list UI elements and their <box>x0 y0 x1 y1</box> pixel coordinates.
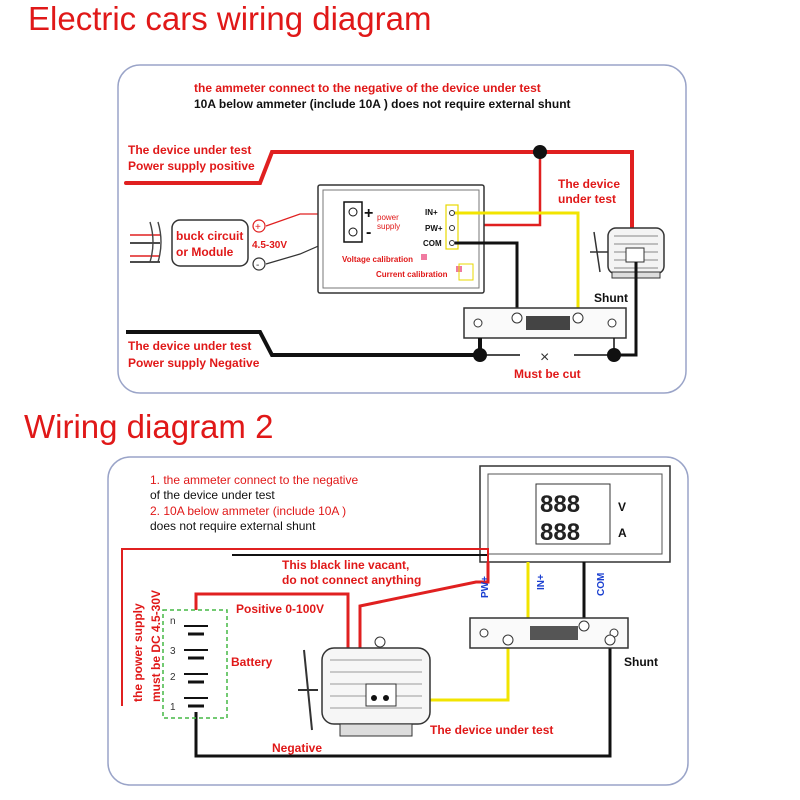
diagram-2-note-2: of the device under test <box>150 488 275 502</box>
cell-3: 3 <box>170 646 176 657</box>
power-supply-label-1: the power supply <box>131 603 145 702</box>
diagram-1-note-2: 10A below ammeter (include 10A ) does no… <box>194 97 571 111</box>
diagram-2-note-1: 1. the ammeter connect to the negative <box>150 473 358 487</box>
cell-1: 1 <box>170 702 176 713</box>
shunt-1 <box>463 307 627 339</box>
diagram-2-title: Wiring diagram 2 <box>24 408 274 445</box>
com-wire <box>455 241 519 318</box>
power-supply-label-2: must be DC 4.5-30V <box>149 590 163 702</box>
yellow-wire <box>455 211 580 318</box>
buck-plus-terminal <box>252 219 266 233</box>
diagram-1-title: Electric cars wiring diagram <box>28 0 432 37</box>
battery: n 3 2 1 <box>162 609 228 719</box>
current-calibration: Current calibration <box>376 270 448 279</box>
buck-voltage: 4.5-30V <box>252 240 287 251</box>
com-label-2: COM <box>596 573 607 596</box>
device-label-2: The device under test <box>430 723 553 737</box>
negative-label-2: Negative <box>272 741 322 755</box>
terminal-pw-label: PW+ <box>425 224 443 233</box>
terminal-com-label: COM <box>423 239 442 248</box>
in-label-2: IN+ <box>536 574 547 590</box>
positive-label-2: Power supply positive <box>128 159 255 173</box>
cell-2: 2 <box>170 672 176 683</box>
must-be-cut: Must be cut <box>514 367 581 381</box>
unit-a: A <box>618 526 627 540</box>
power-label-2: supply <box>377 222 400 231</box>
buck-label-1: buck circuit <box>176 229 243 243</box>
diagram-1: the ammeter connect to the negative of t… <box>117 64 687 394</box>
cut-mark: × <box>540 349 549 366</box>
buck-minus-terminal <box>252 257 266 271</box>
pw-wire <box>358 562 490 700</box>
current-digits: 888 <box>540 519 580 546</box>
plus-sign: + <box>364 205 373 222</box>
cell-n: n <box>170 616 176 627</box>
terminal-in-label: IN+ <box>425 208 438 217</box>
junction-dot <box>533 145 547 159</box>
diagram-2-note-3: 2. 10A below ammeter (include 10A ) <box>150 504 346 518</box>
pw-label-2: PW+ <box>480 576 491 598</box>
shunt-2 <box>469 617 629 649</box>
device-label-2: under test <box>558 192 616 206</box>
negative-label-1: The device under test <box>128 339 251 353</box>
buck-label-2: or Module <box>176 245 234 259</box>
negative-wire-2 <box>194 640 612 758</box>
voltage-calibration: Voltage calibration <box>342 255 413 264</box>
svg-text:+: + <box>255 222 261 233</box>
buck-module: buck circuit or Module + - 4.5-30V <box>130 219 287 271</box>
diagram-1-note-1: the ammeter connect to the negative of t… <box>194 81 541 95</box>
supply-red-wire <box>121 548 489 706</box>
device-return-wire <box>614 262 638 357</box>
device-under-test-motor <box>590 227 665 279</box>
svg-text:-: - <box>256 260 259 271</box>
shunt-label-1: Shunt <box>594 291 628 305</box>
power-label-1: power <box>377 213 399 222</box>
diagram-2-note-4: does not require external shunt <box>150 519 316 533</box>
diagram-1-frame <box>117 64 687 394</box>
diagram-2: 1. the ammeter connect to the negative o… <box>107 456 689 786</box>
positive-label-1: The device under test <box>128 143 251 157</box>
minus-sign: - <box>366 224 371 241</box>
vacant-label-2: do not connect anything <box>282 573 421 587</box>
negative-label-2: Power supply Negative <box>128 356 260 370</box>
device-label-1: The device <box>558 177 620 191</box>
device-under-test-motor-2 <box>298 636 431 737</box>
voltmeter-ammeter: + - power supply IN+ PW+ COM Voltage cal… <box>317 184 485 294</box>
voltage-digits: 888 <box>540 491 580 518</box>
vacant-label-1: This black line vacant, <box>282 558 409 572</box>
positive-label-2: Positive 0-100V <box>236 602 324 616</box>
battery-label: Battery <box>231 655 273 669</box>
meter-display-2: 888 888 V A <box>479 465 671 563</box>
diagram-2-frame <box>107 456 689 786</box>
shunt-label-2: Shunt <box>624 655 658 669</box>
unit-v: V <box>618 500 626 514</box>
